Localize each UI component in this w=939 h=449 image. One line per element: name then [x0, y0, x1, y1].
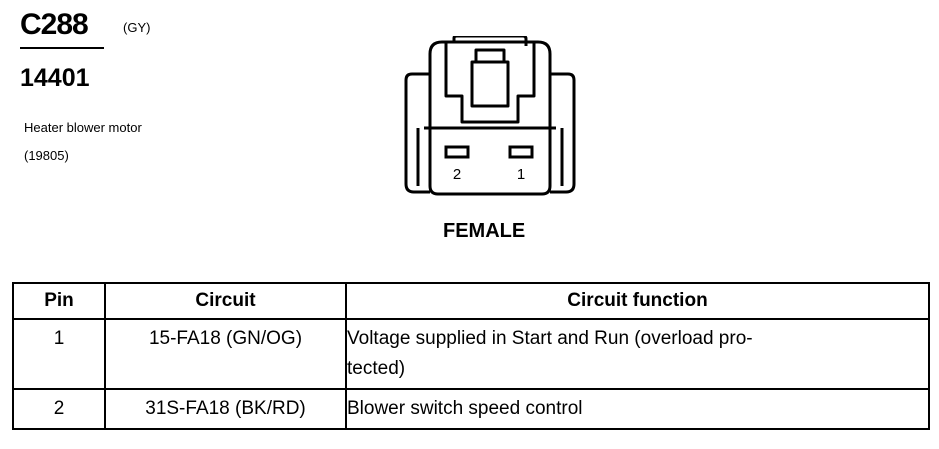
table-row: 2 31S-FA18 (BK/RD) Blower switch speed c…	[12, 388, 930, 430]
connector-housing-outline	[428, 40, 552, 196]
row-circuit-function: Voltage supplied in Start and Run (overl…	[345, 318, 930, 390]
table-row: 1 15-FA18 (GN/OG) Voltage supplied in St…	[12, 318, 930, 390]
table-header-row: Pin Circuit Circuit function	[12, 282, 930, 320]
row-circuit: 31S-FA18 (BK/RD)	[104, 388, 347, 430]
row-circuit-function-line: tected)	[347, 358, 406, 379]
pin-1-terminal	[508, 145, 534, 159]
row-pin: 1	[12, 318, 106, 390]
component-reference-number: (19805)	[24, 148, 69, 163]
title-divider	[20, 47, 104, 49]
connector-id: C288	[20, 8, 89, 41]
part-number: 14401	[20, 64, 90, 92]
connector-left-flange	[404, 72, 430, 194]
row-circuit-function: Blower switch speed control	[345, 388, 930, 430]
row-pin: 2	[12, 388, 106, 430]
pin-2-terminal	[444, 145, 470, 159]
connector-center-key	[470, 60, 510, 108]
pin-2-label: 2	[453, 166, 461, 183]
connector-gender-label: FEMALE	[443, 220, 526, 242]
connector-right-keyway	[490, 42, 536, 124]
connector-right-flange	[550, 72, 576, 194]
connector-color-code: (GY)	[123, 20, 151, 35]
component-description: Heater blower motor	[24, 120, 142, 135]
pin-1-label: 1	[517, 166, 525, 183]
row-circuit: 15-FA18 (GN/OG)	[104, 318, 347, 390]
header-pin: Pin	[12, 282, 106, 320]
connector-center-key-top	[474, 48, 506, 62]
row-circuit-function-line: Blower switch speed control	[347, 398, 583, 419]
header-circuit: Circuit	[104, 282, 347, 320]
connector-latch-tab	[452, 36, 528, 46]
connector-left-keyway	[444, 42, 490, 124]
row-circuit-function-line: Voltage supplied in Start and Run (overl…	[347, 328, 753, 349]
header-circuit-function: Circuit function	[345, 282, 930, 320]
pin-circuit-table: Pin Circuit Circuit function 1 15-FA18 (…	[12, 282, 930, 430]
connector-face-diagram: 2 1	[404, 36, 576, 196]
